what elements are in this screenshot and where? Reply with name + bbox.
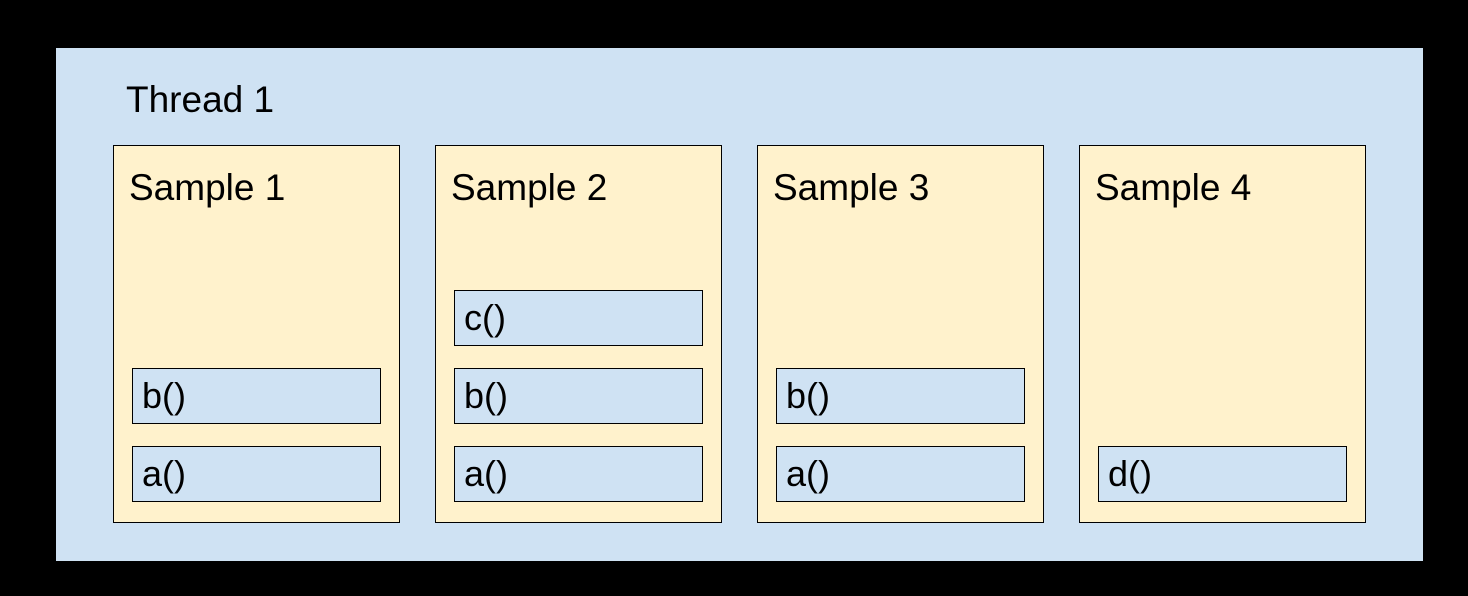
sample-card-1: Sample 1 b() a()	[113, 145, 400, 523]
thread-panel: Thread 1 Sample 1 b() a() Sample 2 c() b()…	[56, 48, 1423, 561]
sample-label-1: Sample 1	[129, 167, 286, 208]
sample-label-2: Sample 2	[451, 167, 608, 208]
sample-card-4: Sample 4 d()	[1079, 145, 1366, 523]
stack-frames-4: d()	[1098, 446, 1347, 502]
sample-card-3: Sample 3 b() a()	[757, 145, 1044, 523]
stack-frame-b: b()	[132, 368, 381, 424]
stack-frames-1: b() a()	[132, 368, 381, 502]
stack-frame-b: b()	[454, 368, 703, 424]
sample-label-4: Sample 4	[1095, 167, 1252, 208]
stack-frame-a: a()	[776, 446, 1025, 502]
samples-row: Sample 1 b() a() Sample 2 c() b() a() Sampl…	[113, 145, 1366, 523]
thread-label: Thread 1	[126, 79, 275, 120]
stack-frame-d: d()	[1098, 446, 1347, 502]
stack-frame-a: a()	[132, 446, 381, 502]
sample-label-3: Sample 3	[773, 167, 930, 208]
stack-frames-2: c() b() a()	[454, 290, 703, 502]
stack-frame-c: c()	[454, 290, 703, 346]
stack-frame-a: a()	[454, 446, 703, 502]
stack-frame-b: b()	[776, 368, 1025, 424]
sample-card-2: Sample 2 c() b() a()	[435, 145, 722, 523]
stack-frames-3: b() a()	[776, 368, 1025, 502]
